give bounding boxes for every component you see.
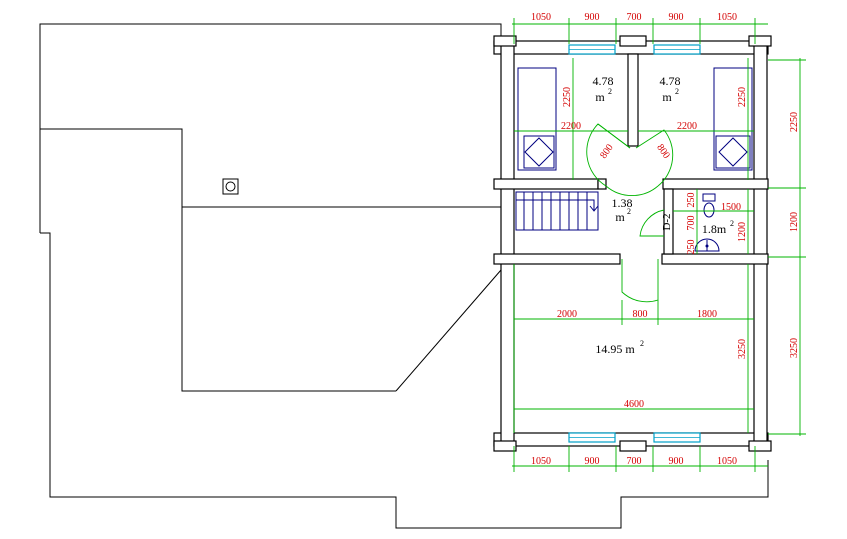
dim-bottom-2: 900 [585, 456, 600, 467]
dim-room-right-height: 2250 [737, 87, 748, 107]
dim-top-5: 1050 [717, 12, 737, 23]
dimensions-top: 1050 900 700 900 1050 [531, 12, 737, 23]
windows [568, 44, 701, 443]
doors [586, 123, 674, 303]
area-big-room: 14.95 m [595, 342, 635, 356]
area-hall: 1.38 [612, 196, 633, 210]
dim-bottom-1: 1050 [531, 456, 551, 467]
dim-bath-height: 1200 [737, 222, 748, 242]
dimensions-interior: 2200 2200 2250 2250 800 800 250 700 250 … [557, 87, 748, 410]
area-bedroom-right-unit: m [662, 90, 672, 104]
dim-top-4: 900 [669, 12, 684, 23]
dim-big-room-height: 3250 [737, 339, 748, 359]
area-bathroom: 1.8m [702, 222, 727, 236]
area-bedroom-right: 4.78 [660, 74, 681, 88]
dim-big-room-total: 4600 [624, 399, 644, 410]
chimney-icon [222, 178, 239, 195]
area-bathroom-exp: 2 [730, 219, 734, 228]
area-bedroom-right-exp: 2 [675, 87, 679, 96]
dim-right-1: 2250 [789, 112, 800, 132]
area-hall-exp: 2 [627, 207, 631, 216]
dim-top-1: 1050 [531, 12, 551, 23]
door-tag: D-2 [661, 213, 673, 230]
dim-bath-top: 250 [686, 193, 697, 208]
dim-room-left-width: 2200 [561, 121, 581, 132]
area-bedroom-left-unit: m [595, 90, 605, 104]
dim-right-2: 1200 [789, 212, 800, 232]
bed-icon [517, 67, 557, 171]
dim-big-room-b: 800 [633, 309, 648, 320]
dim-big-room-c: 1800 [697, 309, 717, 320]
dimensions-right: 2250 1200 3250 [789, 112, 800, 358]
dim-bottom-5: 1050 [717, 456, 737, 467]
dimension-lines [512, 18, 806, 472]
dim-top-2: 900 [585, 12, 600, 23]
bed-icon [713, 67, 753, 171]
walls [493, 35, 772, 452]
area-bedroom-left-exp: 2 [608, 87, 612, 96]
stair-icon [515, 191, 599, 231]
dim-big-room-a: 2000 [557, 309, 577, 320]
dim-right-3: 3250 [789, 338, 800, 358]
dim-bottom-3: 700 [627, 456, 642, 467]
dimensions-bottom: 1050 900 700 900 1050 [531, 456, 737, 467]
dim-top-3: 700 [627, 12, 642, 23]
dim-bath-width: 1500 [721, 202, 741, 213]
dim-door-left: 800 [598, 142, 616, 161]
dim-bath-mid: 700 [686, 216, 697, 231]
area-bedroom-left: 4.78 [593, 74, 614, 88]
dim-door-right: 800 [654, 142, 672, 161]
roof-outline [39, 23, 769, 529]
dim-bottom-4: 900 [669, 456, 684, 467]
dim-room-right-width: 2200 [677, 121, 697, 132]
room-areas: 4.78 m 2 4.78 m 2 1.38 m 2 1.8m 2 14.95 … [593, 74, 735, 356]
dim-bath-bottom: 250 [686, 240, 697, 255]
area-hall-unit: m [615, 210, 625, 224]
sink-icon [694, 238, 720, 252]
dim-room-left-height: 2250 [562, 87, 573, 107]
toilet-icon [702, 193, 716, 218]
area-big-room-exp: 2 [640, 339, 644, 348]
